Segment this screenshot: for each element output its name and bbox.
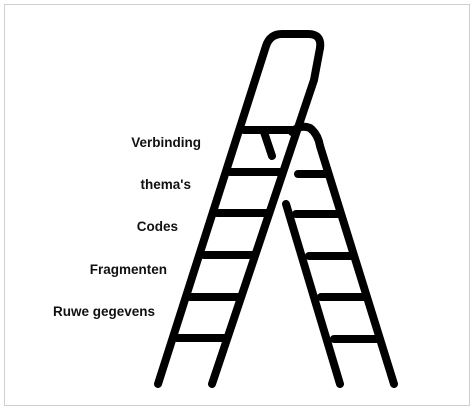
step-label-ruwe-gegevens: Ruwe gegevens xyxy=(52,304,155,319)
step-label-codes: Codes xyxy=(136,219,178,234)
front-left-rail xyxy=(154,30,325,388)
diagram-frame xyxy=(4,4,470,406)
front-right-rail xyxy=(208,44,324,388)
hinge xyxy=(260,128,276,160)
back-ladder xyxy=(282,122,398,388)
front-ladder xyxy=(154,30,325,388)
step-label-themas: thema's xyxy=(140,177,191,192)
back-top xyxy=(288,122,398,388)
step-label-verbinding: Verbinding xyxy=(131,135,201,150)
step-label-fragmenten: Fragmenten xyxy=(89,262,167,277)
back-inner-rail xyxy=(282,200,344,388)
